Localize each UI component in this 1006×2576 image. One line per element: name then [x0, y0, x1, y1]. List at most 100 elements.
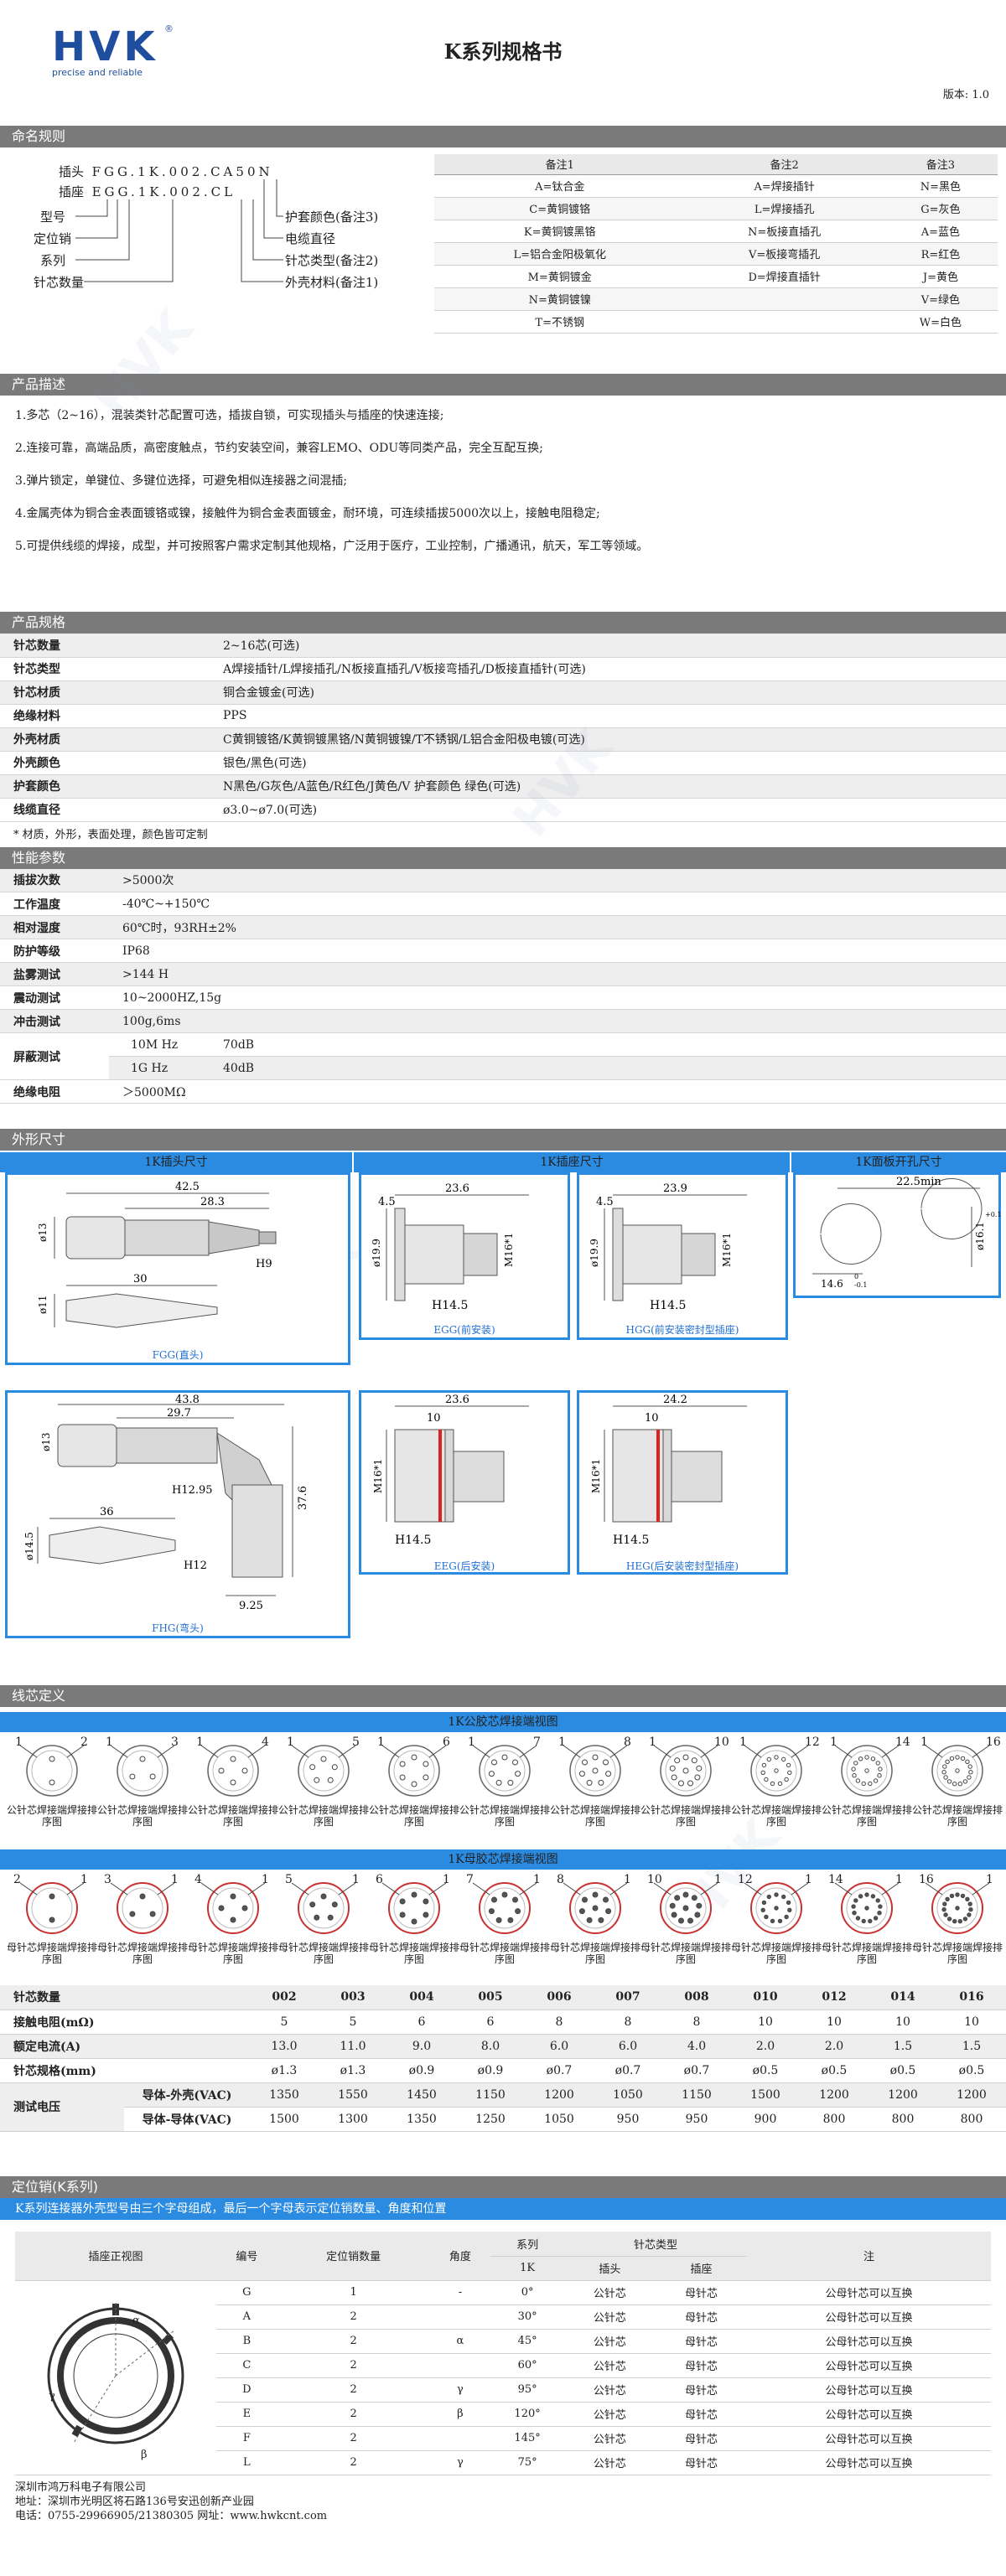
- key-cell: 60°: [490, 2353, 564, 2378]
- pin-face-5: [291, 1882, 356, 1934]
- pin-face-7: [472, 1882, 537, 1934]
- panel-dia-tolerance: +0.1: [985, 1211, 1001, 1218]
- notes-cell: N=黑色: [883, 174, 998, 198]
- keying-section: K系列连接器外壳型号由三个字母组成，最后一个字母表示定位销数量、角度和位置 插座…: [0, 2198, 1006, 2542]
- pin-order-label: 公针芯焊接端焊接排序图: [7, 1804, 98, 1828]
- perf-key: 工作温度: [0, 892, 109, 916]
- pin-test-cell: 1550: [319, 2082, 387, 2108]
- perf-key: 震动测试: [0, 985, 109, 1010]
- spec-value: PPS: [210, 704, 1006, 728]
- pin-number-last: 1: [171, 1873, 179, 1886]
- spec-key: 外壳颜色: [0, 751, 210, 775]
- pin-test-cell: 1300: [319, 2107, 387, 2132]
- egg-socket-drawing: 23.6 4.5 ø19.9 M16*1 H14.5: [371, 1182, 529, 1312]
- pin-number-last: 1: [352, 1873, 360, 1886]
- perf-key: 插拔次数: [0, 868, 109, 892]
- spec-key: 针芯材质: [0, 680, 210, 705]
- pin-number-last: 1: [714, 1873, 722, 1886]
- pin-cell: 10: [800, 2010, 869, 2035]
- fhg-dim-height: 37.6: [297, 1486, 309, 1510]
- key-header: 针芯类型: [563, 2232, 748, 2257]
- spec-value: A焊接插针/L焊接插孔/N板接直插孔/V板接弯插孔/D板接直插针(可选): [210, 657, 1006, 681]
- pin-cell: 针芯规格(mm): [0, 2058, 250, 2083]
- section-keying: 定位销(K系列): [0, 2176, 1006, 2198]
- notes-header: 备注3: [883, 154, 998, 175]
- notes-cell: N=黄铜镀镍: [434, 287, 686, 311]
- key-cell: 0°: [490, 2280, 564, 2305]
- key-cell: B: [216, 2329, 277, 2354]
- pin-number-last: 10: [714, 1735, 729, 1749]
- pin-number-first: 16: [919, 1873, 934, 1886]
- key-cell: L: [216, 2450, 277, 2475]
- spec-key: 针芯类型: [0, 657, 210, 681]
- pin-order-label: 公针芯焊接端焊接排序图: [369, 1804, 460, 1828]
- notes-header: 备注1: [434, 154, 686, 175]
- naming-rules: 插头 FGG.1K.002.CA50N 插座 EGG.1K.002.CL 型号 …: [0, 147, 1006, 374]
- fhg-caption: FHG(弯头): [152, 1622, 204, 1634]
- pin-number-last: 8: [624, 1735, 631, 1749]
- notes-cell: D=焊接直插针: [685, 265, 884, 288]
- egg-drawing: 23.6 4.5 ø19.9 M16*1 H14.5 EGG(前安装): [359, 1172, 570, 1340]
- pin-face-16: [925, 1882, 990, 1934]
- key-cell: 95°: [490, 2377, 564, 2403]
- pin-number-first: 6: [376, 1873, 383, 1886]
- fhg-dim-body: 29.7: [167, 1407, 191, 1420]
- key-cell: 45°: [490, 2329, 564, 2354]
- naming-right-shell: 外壳材料(备注1): [285, 275, 379, 290]
- pin-order-label: 母针芯焊接端焊接排序图: [7, 1942, 98, 1965]
- key-cell: C: [216, 2353, 277, 2378]
- pin-face-8: [563, 1882, 628, 1934]
- pin-test-cell: 1500: [731, 2082, 800, 2108]
- key-cell: [429, 2304, 491, 2330]
- pin-cell: ø1.3: [319, 2058, 387, 2083]
- pin-header-cell: 014: [869, 1985, 937, 2010]
- pin-cell: ø0.9: [387, 2058, 456, 2083]
- perf-value: 70dB: [210, 1032, 1006, 1057]
- spec-value: 银色/黑色(可选): [210, 751, 1006, 775]
- pin-order-label: 公针芯焊接端焊接排序图: [550, 1804, 641, 1828]
- spec-row: 针芯材质铜合金镀金(可选): [0, 680, 1006, 705]
- eeg-dim-hex: H14.5: [395, 1534, 431, 1547]
- key-cell: γ: [429, 2450, 491, 2475]
- hgg-dim-length: 23.9: [663, 1182, 687, 1195]
- pin-header-cell: 012: [800, 1985, 869, 2010]
- key-subheader: 插座: [655, 2256, 748, 2281]
- fgg-dim-boot-dia: ø11: [37, 1296, 49, 1315]
- pin-cell: 6.0: [525, 2034, 594, 2059]
- pin-cell: ø0.7: [662, 2058, 731, 2083]
- footer-address: 地址：深圳市光明区将石路136号安迅创新产业园: [15, 2496, 254, 2508]
- pin-test-cell: 1050: [594, 2082, 662, 2108]
- pin-order-label: 公针芯焊接端焊接排序图: [640, 1804, 732, 1828]
- pin-face-6: [381, 1745, 447, 1797]
- spec-note: * 材质，外形，表面处理，颜色皆可定制: [13, 828, 208, 841]
- pin-order-label: 母针芯焊接端焊接排序图: [459, 1942, 551, 1965]
- hgg-drawing: 23.9 4.5 ø19.9 M16*1 H14.5 HGG(前安装密封型插座): [577, 1172, 788, 1340]
- notes-cell: G=灰色: [883, 197, 998, 220]
- pin-face-2: [19, 1745, 85, 1797]
- spec-value: 铜合金镀金(可选): [210, 680, 1006, 705]
- perf-row: 工作温度-40℃~+150℃: [0, 892, 1006, 916]
- plug-code: FGG.1K.002.CA50N: [91, 164, 273, 179]
- pin-cell: 10: [731, 2010, 800, 2035]
- pin-header-cell: 002: [250, 1985, 319, 2010]
- pin-face-7: [472, 1745, 537, 1797]
- male-wiring-bar: 1K公胶芯焊接端视图: [0, 1712, 1006, 1732]
- pin-number-first: 12: [738, 1873, 753, 1886]
- pin-number-first: 1: [920, 1735, 928, 1749]
- spec-key: 针芯数量: [0, 634, 210, 658]
